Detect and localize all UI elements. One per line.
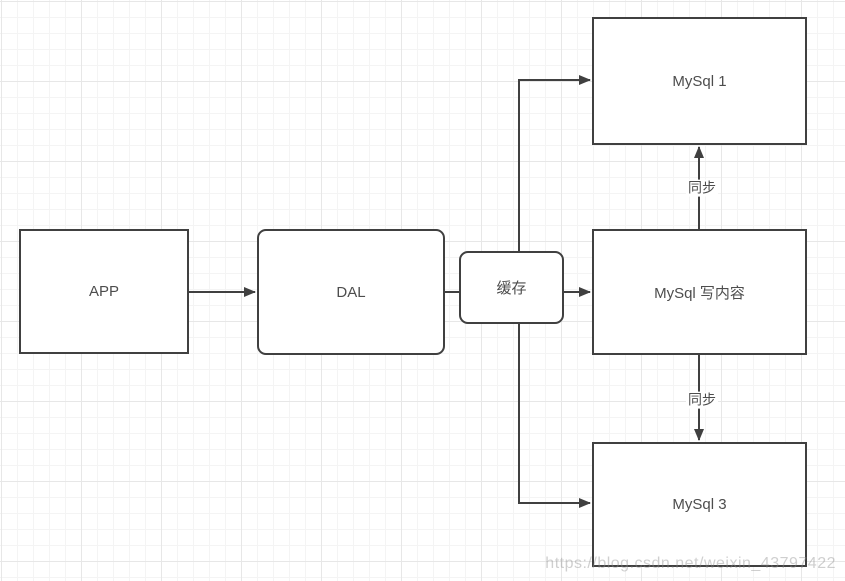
node-mysql3[interactable]: MySql 3 bbox=[592, 442, 807, 567]
node-mysql1-label: MySql 1 bbox=[672, 72, 727, 90]
node-dal-label: DAL bbox=[336, 283, 366, 301]
node-mysql-write-label: MySql 写内容 bbox=[654, 284, 745, 302]
node-mysql3-label: MySql 3 bbox=[672, 496, 727, 513]
node-app[interactable]: APP bbox=[19, 229, 189, 354]
edge-label-sync-bottom: 同步 bbox=[686, 391, 718, 409]
node-app-label: APP bbox=[88, 283, 119, 300]
edge-cache-to-mysql3 bbox=[518, 324, 591, 508]
node-dal[interactable]: DAL bbox=[257, 229, 445, 355]
node-cache[interactable]: 缓存 bbox=[459, 251, 564, 324]
node-mysql-write[interactable]: MySql 写内容 bbox=[592, 229, 807, 355]
node-mysql1[interactable]: MySql 1 bbox=[592, 17, 807, 145]
node-cache-label: 缓存 bbox=[496, 280, 527, 297]
edge-label-sync-top: 同步 bbox=[686, 179, 718, 197]
edge-cache-to-mysql1 bbox=[518, 75, 591, 251]
watermark: https://blog.csdn.net/weixin_43797422 bbox=[545, 555, 836, 572]
